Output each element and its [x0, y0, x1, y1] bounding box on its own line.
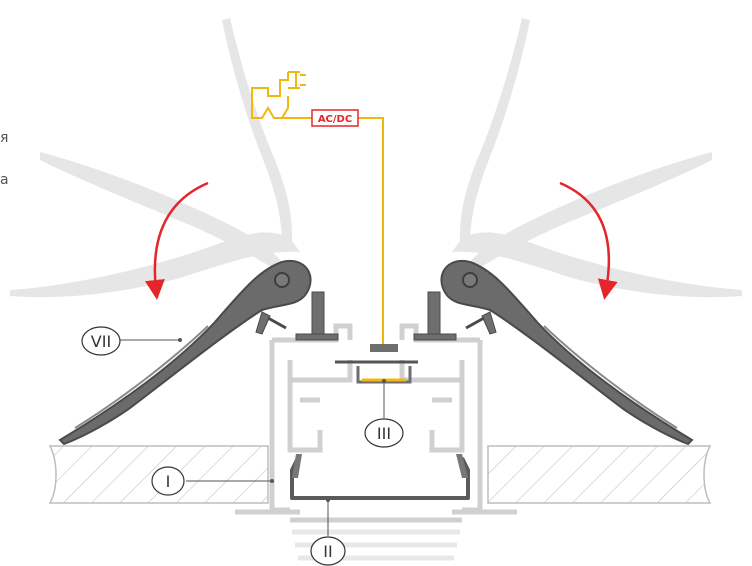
- plug-icon: [251, 71, 306, 119]
- acdc-box: [311, 109, 359, 127]
- callout-III-label: III: [377, 424, 391, 443]
- clamp-arm-right: [440, 259, 694, 446]
- callout-VII-label: VII: [91, 332, 111, 351]
- ceiling-right: [487, 445, 712, 504]
- callout-I: I: [151, 466, 274, 496]
- power-cable: [282, 117, 384, 344]
- ghost-arms: [10, 18, 742, 298]
- led-module: [335, 344, 418, 384]
- rotation-arrow-right: [559, 181, 618, 300]
- rotation-arrow-left: [144, 181, 209, 300]
- channel-notch: [292, 454, 468, 478]
- diffuser-channel: [290, 457, 470, 500]
- edge-text-1: я: [0, 130, 9, 146]
- edge-text-2: а: [0, 172, 9, 188]
- rotation-arrows: [144, 181, 618, 300]
- callout-II-label: II: [323, 542, 332, 561]
- callout-I-label: I: [166, 472, 171, 491]
- callout-II: II: [310, 498, 346, 566]
- acdc-label: AC/DC: [318, 114, 352, 125]
- clamp-arm-left: [58, 259, 312, 446]
- callout-III: III: [364, 379, 404, 448]
- callout-VII: VII: [81, 326, 182, 356]
- clip-posts: [295, 291, 457, 341]
